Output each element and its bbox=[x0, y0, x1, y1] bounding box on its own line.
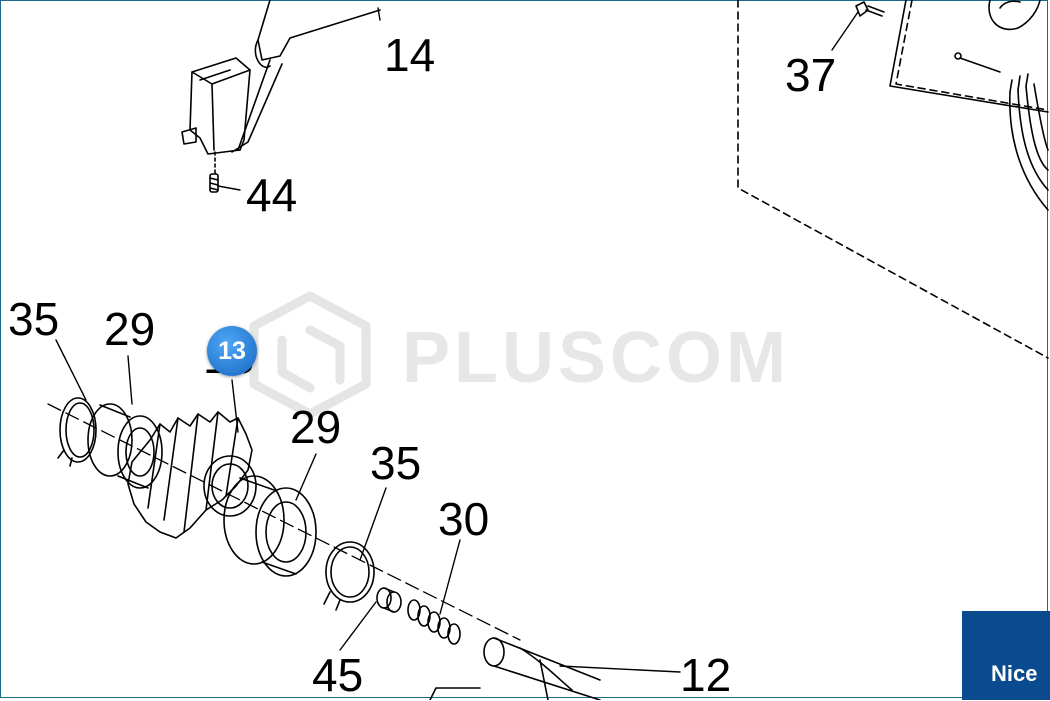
part-label-14: 14 bbox=[384, 29, 436, 81]
brand-label: Nice bbox=[991, 661, 1038, 686]
wire-harness-part bbox=[1009, 73, 1049, 211]
drive-shaft-part bbox=[429, 637, 601, 700]
lever-arm-part bbox=[231, 0, 381, 153]
part-label-29-right: 29 bbox=[290, 401, 342, 453]
housing-panel-outline bbox=[737, 0, 1049, 359]
part-label-37: 37 bbox=[785, 49, 837, 101]
bearing-right-part bbox=[223, 475, 317, 577]
watermark-logo-icon bbox=[249, 291, 371, 419]
housing-panel bbox=[889, 0, 1049, 113]
pinion-gear-part bbox=[127, 411, 257, 539]
part-label-45: 45 bbox=[312, 649, 364, 701]
part-label-35-left: 35 bbox=[8, 293, 60, 345]
small-screw-part bbox=[209, 173, 219, 193]
part-label-30: 30 bbox=[438, 493, 490, 545]
panel-screw-part bbox=[855, 1, 885, 17]
circlip-left-part bbox=[57, 397, 97, 467]
part-label-35-right: 35 bbox=[370, 437, 422, 489]
bracket-part bbox=[181, 57, 251, 176]
highlight-badge-13[interactable]: 13 bbox=[207, 326, 257, 376]
part-label-12: 12 bbox=[680, 649, 732, 701]
part-label-29-left: 29 bbox=[104, 303, 156, 355]
leader-lines bbox=[55, 7, 859, 673]
brand-logo: Nice bbox=[962, 611, 1050, 700]
bushing-part bbox=[376, 587, 402, 613]
bearing-left-part bbox=[87, 403, 163, 489]
part-label-44: 44 bbox=[246, 169, 298, 221]
watermark-text: PLUSCOM bbox=[402, 318, 790, 398]
circlip-right-part bbox=[323, 541, 375, 611]
spring-part bbox=[407, 599, 461, 645]
